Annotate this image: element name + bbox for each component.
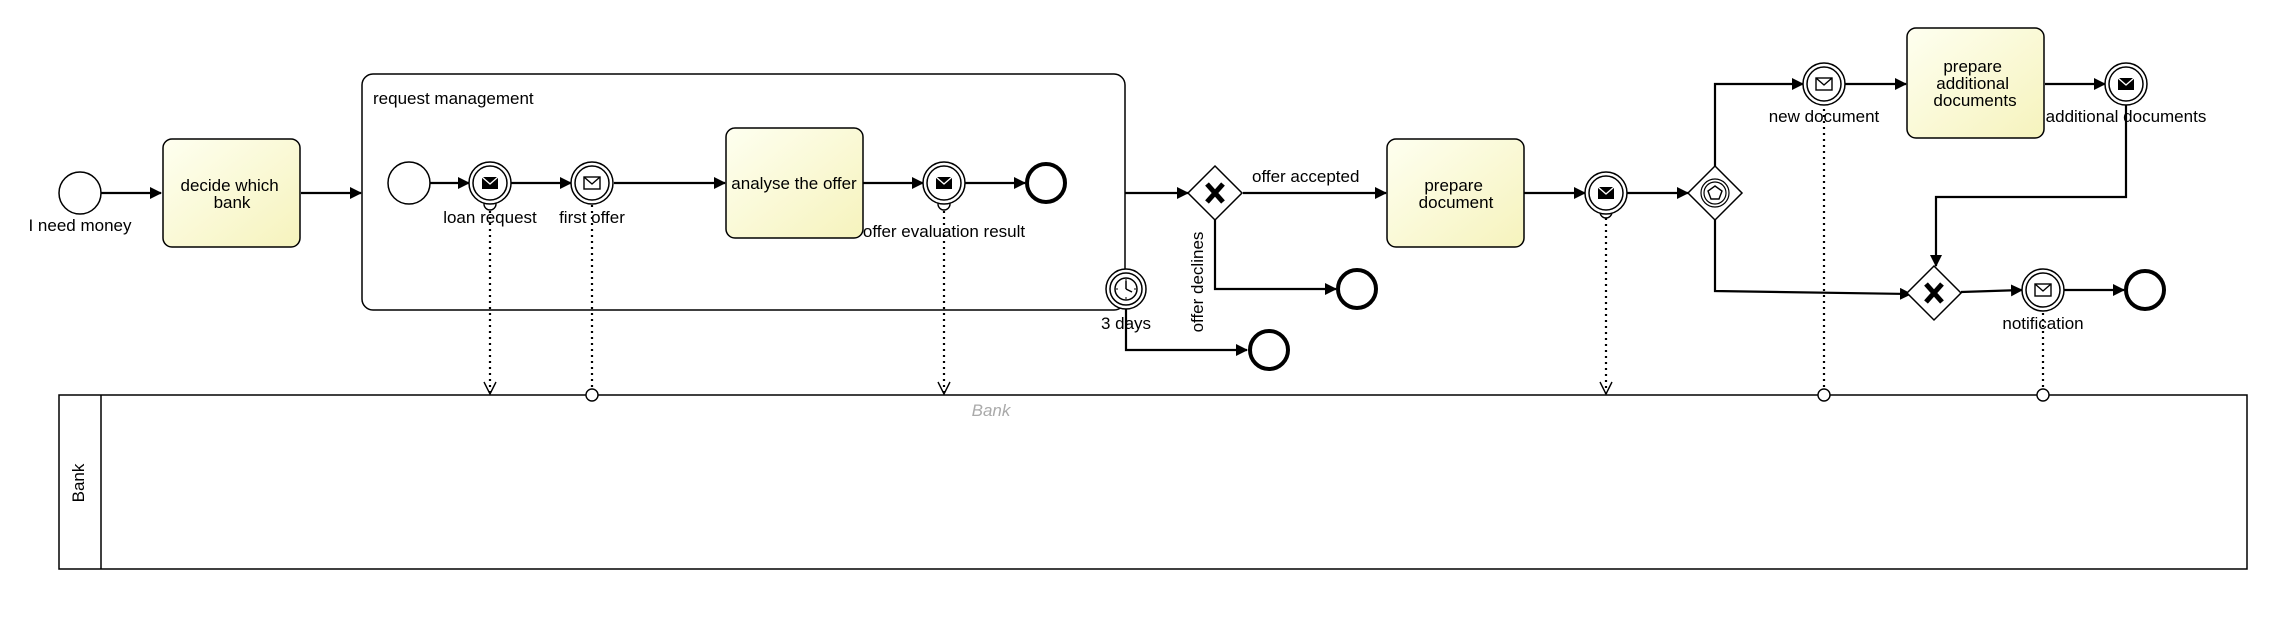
task-label-line3: documents — [1933, 91, 2016, 110]
pentagon-icon — [1707, 185, 1723, 200]
envelope-icon — [1815, 77, 1833, 91]
envelope-filled-icon — [935, 176, 953, 190]
subprocess-end-event[interactable] — [1025, 162, 1067, 204]
envelope-icon — [583, 176, 601, 190]
svg-text:decide which bank: decide which bank — [180, 176, 283, 212]
final-end-event[interactable] — [2124, 269, 2166, 311]
start-event-i-need-money[interactable] — [58, 171, 102, 215]
envelope-filled-icon — [1597, 186, 1615, 200]
x-mark-icon — [1924, 282, 1944, 304]
additional-documents-event[interactable] — [2104, 62, 2148, 106]
bank-pool[interactable]: Bank Bank — [58, 394, 2248, 570]
task-prepare-additional-documents[interactable]: prepare additional documents — [1906, 27, 2045, 139]
pool-label: Bank — [69, 463, 88, 502]
task-label-line1: decide which — [180, 176, 278, 195]
exclusive-gateway-merge[interactable] — [1905, 264, 1963, 322]
task-label-line1: prepare — [1943, 57, 2002, 76]
exclusive-gateway-offer[interactable] — [1186, 164, 1244, 222]
first-offer-event[interactable] — [570, 161, 614, 205]
message-flows — [490, 98, 2045, 394]
offer-evaluation-label: offer evaluation result — [863, 222, 1026, 241]
envelope-icon — [2034, 283, 2052, 297]
task-label-line1: prepare — [1424, 176, 1483, 195]
timer-label: 3 days — [1101, 314, 1151, 333]
envelope-filled-icon — [481, 176, 499, 190]
new-document-label: new document — [1769, 107, 1880, 126]
task-analyse-the-offer[interactable]: analyse the offer — [725, 127, 864, 239]
timeout-end-event[interactable] — [1248, 329, 1290, 371]
start-event-label: I need money — [28, 216, 132, 235]
subprocess-start-event[interactable] — [387, 161, 431, 205]
subprocess-request-management[interactable]: request management — [361, 73, 1126, 311]
envelope-filled-icon — [2117, 77, 2135, 91]
sequence-flows — [101, 78, 2128, 356]
offer-accepted-label: offer accepted — [1252, 167, 1359, 186]
additional-documents-label: additional documents — [2046, 107, 2207, 126]
subprocess-title: request management — [373, 89, 534, 108]
send-document-event[interactable] — [1584, 171, 1628, 215]
task-prepare-document[interactable]: prepare document — [1386, 138, 1525, 248]
new-document-event[interactable] — [1802, 62, 1846, 106]
timer-boundary-event[interactable] — [1105, 268, 1147, 310]
notification-event[interactable] — [2021, 268, 2065, 312]
notification-label: notification — [2002, 314, 2083, 333]
offer-evaluation-event[interactable] — [922, 161, 966, 205]
offer-declines-label: offer declines — [1188, 232, 1207, 333]
task-decide-which-bank[interactable]: decide which bank — [162, 138, 301, 248]
loan-request-event[interactable] — [468, 161, 512, 205]
svg-text:prepare additional: prepare additional documents — [1933, 57, 2016, 110]
svg-text:prepare document: prepare document — [1419, 176, 1494, 212]
clock-icon — [1114, 277, 1138, 301]
pool-watermark: Bank — [972, 401, 1012, 420]
task-label-line2: bank — [214, 193, 251, 212]
loan-request-label: loan request — [443, 208, 537, 227]
task-label-line2: additional — [1936, 74, 2009, 93]
first-offer-label: first offer — [559, 208, 625, 227]
task-label: analyse the offer — [731, 174, 857, 193]
x-mark-icon — [1205, 182, 1225, 204]
task-label-line2: document — [1419, 193, 1494, 212]
event-based-gateway[interactable] — [1686, 164, 1744, 222]
decline-end-event[interactable] — [1336, 268, 1378, 310]
